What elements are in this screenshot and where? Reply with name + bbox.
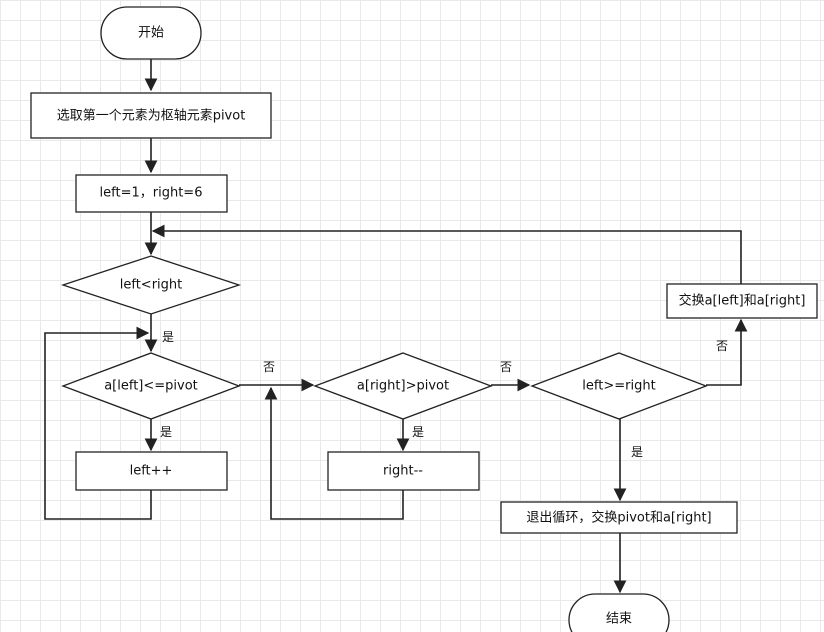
node-cond-lr-label: left<right — [120, 278, 183, 293]
node-cond-lr[interactable]: left<right — [60, 255, 242, 315]
node-exit[interactable]: 退出循环，交换pivot和a[right] — [500, 501, 738, 534]
node-start-label: 开始 — [138, 26, 164, 41]
node-end-label: 结束 — [606, 612, 632, 627]
edge-label-yes-left-le: 是 — [160, 425, 172, 439]
node-left-inc[interactable]: left++ — [75, 451, 228, 491]
node-exit-label: 退出循环，交换pivot和a[right] — [526, 510, 711, 526]
node-end[interactable]: 结束 — [568, 593, 670, 632]
node-cond-left-le-label: a[left]<=pivot — [104, 379, 198, 394]
node-cond-left-le[interactable]: a[left]<=pivot — [61, 352, 241, 420]
edge-right-dec-loop — [264, 386, 404, 520]
edge-label-no-right-gt: 否 — [500, 360, 512, 374]
node-swap-label: 交换a[left]和a[right] — [679, 293, 806, 309]
node-select-pivot[interactable]: 选取第一个元素为枢轴元素pivot — [30, 92, 272, 139]
node-start[interactable]: 开始 — [100, 6, 202, 60]
node-init-label: left=1，right=6 — [100, 186, 203, 201]
node-right-dec-label: right-- — [383, 464, 423, 479]
node-cond-right-gt[interactable]: a[right]>pivot — [313, 352, 493, 420]
edge-labels: 是 是 否 是 否 是 否 — [160, 330, 728, 459]
edge-label-yes-lr: 是 — [162, 330, 174, 344]
node-right-dec[interactable]: right-- — [327, 451, 480, 491]
node-left-inc-label: left++ — [130, 464, 173, 479]
edge-ge-no — [706, 318, 748, 386]
edge-label-yes-right-gt: 是 — [412, 425, 424, 439]
edge-label-no-ge: 否 — [716, 339, 728, 353]
edge-label-no-left-le: 否 — [263, 360, 275, 374]
node-cond-ge-label: left>=right — [582, 379, 655, 394]
node-swap[interactable]: 交换a[left]和a[right] — [666, 283, 818, 319]
edge-left-inc-loop — [44, 326, 152, 520]
edge-label-yes-ge: 是 — [631, 445, 643, 459]
node-cond-right-gt-label: a[right]>pivot — [357, 379, 449, 394]
edges — [44, 59, 748, 594]
node-init[interactable]: left=1，right=6 — [75, 174, 228, 213]
node-cond-ge[interactable]: left>=right — [530, 352, 708, 420]
node-select-pivot-label: 选取第一个元素为枢轴元素pivot — [57, 109, 246, 124]
edge-swap-loop-back — [151, 224, 742, 284]
